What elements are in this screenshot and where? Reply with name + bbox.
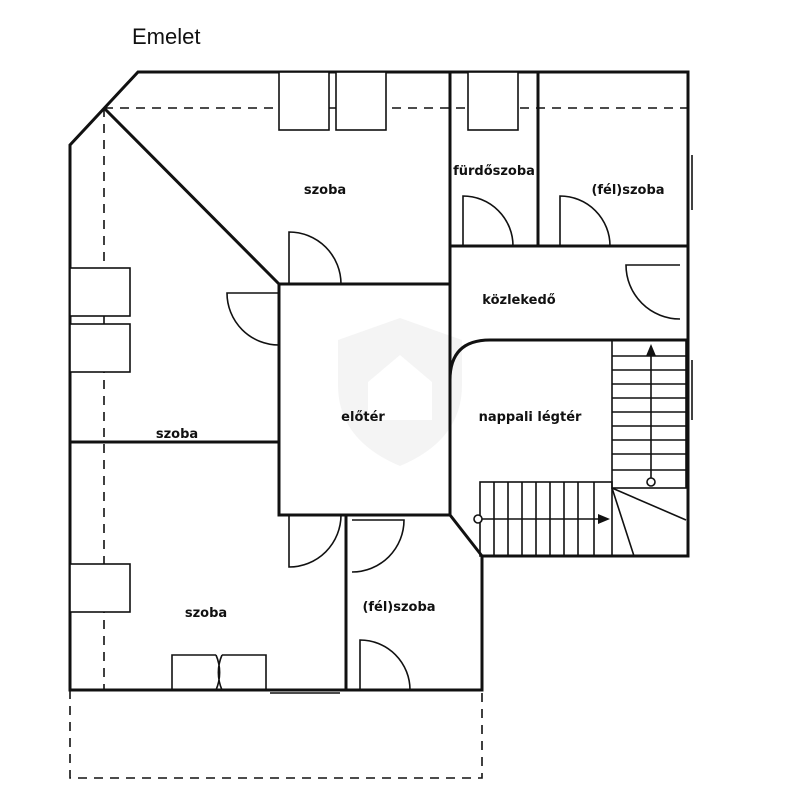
window-top-1 xyxy=(278,71,330,131)
room-label-szoba-left: szoba xyxy=(156,427,198,442)
room-label-felszoba-bottom: (fél)szoba xyxy=(362,600,435,615)
room-label-nappali: nappali légtér xyxy=(479,410,582,425)
window-top-2 xyxy=(335,71,387,131)
door-furdoszoba xyxy=(462,195,514,247)
wall-eloter xyxy=(277,284,484,557)
page-title: Emelet xyxy=(132,24,201,49)
room-label-furdoszoba: fürdőszoba xyxy=(453,164,535,179)
diagonal-wall xyxy=(102,106,281,286)
wall-nappali-curve xyxy=(448,338,688,515)
window-left-3 xyxy=(69,563,131,613)
room-label-felszoba-top: (fél)szoba xyxy=(591,183,664,198)
room-label-eloter: előtér xyxy=(341,410,385,425)
outer-wall xyxy=(68,70,690,692)
door-szoba-top xyxy=(288,231,342,285)
door-szoba-left xyxy=(226,292,280,346)
window-top-3 xyxy=(467,71,519,131)
room-label-kozlekedo: közlekedő xyxy=(482,293,555,308)
window-left-2 xyxy=(69,323,131,373)
balcony-outline xyxy=(69,690,483,779)
staircase-lower xyxy=(473,481,687,557)
door-felszoba-bottom xyxy=(359,639,411,691)
balcony-double-door xyxy=(171,654,267,691)
door-felszoba-top xyxy=(559,195,611,247)
window-left-1 xyxy=(69,267,131,317)
room-label-szoba-top: szoba xyxy=(304,183,346,198)
door-eloter-bottom xyxy=(288,514,342,568)
room-label-szoba-bottom: szoba xyxy=(185,606,227,621)
watermark-logo-icon xyxy=(338,318,462,466)
staircase-upper xyxy=(611,339,687,489)
balcony-door-threshold xyxy=(270,689,340,694)
door-felszoba-bottom-top xyxy=(351,519,405,573)
door-kozlekedo xyxy=(625,264,681,320)
